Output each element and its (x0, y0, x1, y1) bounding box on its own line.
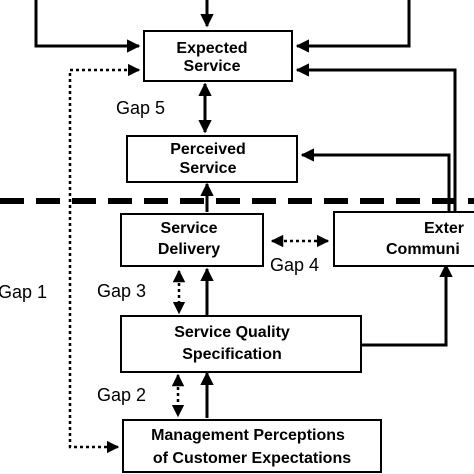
spec-to-ext-arrow (362, 263, 453, 347)
external-communications-line2: Communi (386, 241, 460, 258)
service-quality-specification-line2: Specification (182, 346, 282, 363)
gap3-label: Gap 3 (97, 281, 146, 301)
expected-service-line2: Service (184, 58, 241, 75)
top-right-arrow (295, 0, 411, 53)
management-perceptions-box: Management Perceptions of Customer Expec… (122, 419, 382, 473)
expected-service-box: Expected Service (143, 30, 293, 82)
perceived-service-line1: Perceived (170, 141, 246, 158)
top-left-arrow (34, 0, 141, 53)
perceived-service-box: Perceived Service (126, 135, 298, 183)
gap2-label: Gap 2 (97, 385, 146, 405)
external-communications-box: Exter Communi (333, 211, 474, 267)
expected-service-line1: Expected (176, 40, 247, 57)
gap1-arrow (68, 63, 141, 454)
service-quality-specification-line1: Service Quality (174, 324, 290, 341)
ext-to-perceived-arrow (300, 148, 451, 212)
perceived-service-line2: Service (180, 160, 237, 177)
service-quality-specification-box: Service Quality Specification (120, 315, 362, 373)
service-delivery-line2: Delivery (158, 241, 220, 258)
service-delivery-line1: Service (161, 220, 218, 237)
external-communications-line1: Exter (424, 220, 464, 237)
management-perceptions-line1: Management Perceptions (151, 427, 345, 444)
ext-to-expected-arrow (295, 63, 457, 212)
management-perceptions-line2: of Customer Expectations (153, 450, 351, 467)
gap5-label: Gap 5 (116, 98, 165, 118)
gap1-label: Gap 1 (0, 282, 47, 302)
service-delivery-box: Service Delivery (120, 213, 264, 267)
gap4-label: Gap 4 (270, 255, 319, 275)
